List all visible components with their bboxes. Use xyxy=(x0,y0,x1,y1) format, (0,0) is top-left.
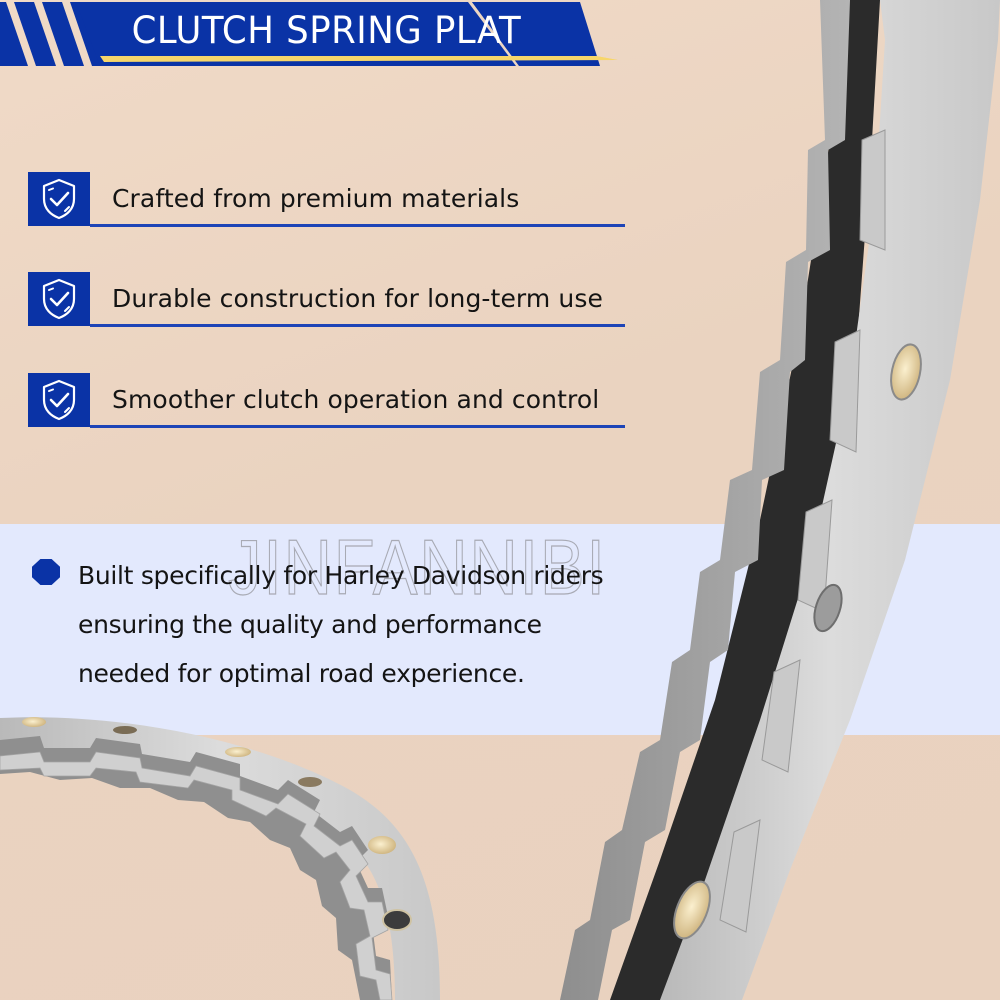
shield-check-icon xyxy=(28,172,90,226)
highlight-line: ensuring the quality and performance xyxy=(78,610,542,639)
highlight-line: Built specifically for Harley Davidson r… xyxy=(78,561,604,590)
highlight-text: Built specifically for Harley Davidson r… xyxy=(78,551,604,698)
clutch-plate-ring-bottom-left xyxy=(0,717,440,1000)
feature-label: Durable construction for long-term use xyxy=(112,284,603,313)
header-banner: CLUTCH SPRING PLAT xyxy=(0,0,640,72)
brand-watermark: JINFANNIBI xyxy=(227,522,607,611)
feature-underline xyxy=(90,224,625,227)
feature-underline xyxy=(90,425,625,428)
feature-underline xyxy=(90,324,625,327)
page-title: CLUTCH SPRING PLAT xyxy=(131,9,522,52)
octagon-bullet-icon xyxy=(32,559,60,585)
shield-check-icon xyxy=(28,373,90,427)
shield-check-icon xyxy=(28,272,90,326)
feature-label: Smoother clutch operation and control xyxy=(112,385,600,414)
banner-stripes-graphic xyxy=(0,2,618,66)
highlight-line: needed for optimal road experience. xyxy=(78,659,525,688)
feature-row-operation: Smoother clutch operation and control xyxy=(28,373,625,429)
feature-row-durability: Durable construction for long-term use xyxy=(28,272,625,328)
clutch-plate-closeup-right xyxy=(560,0,1000,1000)
feature-row-materials: Crafted from premium materials xyxy=(28,172,625,228)
feature-label: Crafted from premium materials xyxy=(112,184,520,213)
